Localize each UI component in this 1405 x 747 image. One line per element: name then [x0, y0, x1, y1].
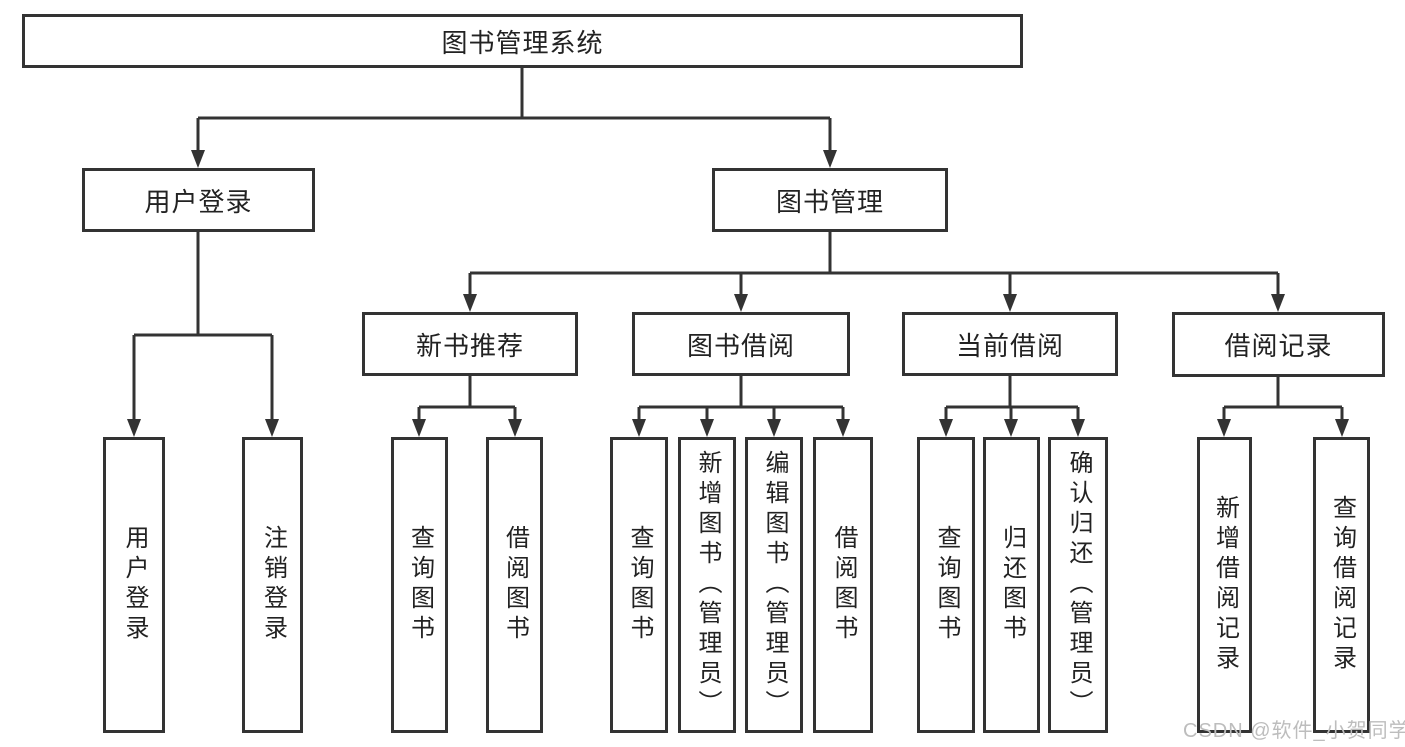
leaf-add-book-admin: 新增图书（管理员）: [678, 437, 736, 733]
leaf-rec-borrow-book: 借阅图书: [486, 437, 543, 733]
leaf-logout: 注销登录: [242, 437, 303, 733]
leaf-user-login-label: 用户登录: [121, 525, 148, 645]
leaf-edit-book-admin-label: 编辑图书（管理员）: [761, 450, 788, 720]
node-user-login-label: 用户登录: [144, 186, 253, 217]
leaf-borrow-query-book-label: 查询图书: [626, 525, 653, 645]
leaf-return-book-label: 归还图书: [998, 525, 1026, 645]
node-new-book-rec: 新书推荐: [362, 312, 578, 376]
leaf-edit-book-admin: 编辑图书（管理员）: [745, 437, 803, 733]
leaf-add-borrow-record-label: 新增借阅记录: [1211, 495, 1239, 675]
connector-current-borrow-to-leaves: [939, 376, 1085, 437]
leaf-borrow-book: 借阅图书: [813, 437, 873, 733]
leaf-add-book-admin-label: 新增图书（管理员）: [694, 450, 721, 720]
leaf-add-borrow-record: 新增借阅记录: [1197, 437, 1252, 733]
leaf-rec-borrow-book-label: 借阅图书: [501, 525, 529, 645]
leaf-borrow-book-label: 借阅图书: [830, 525, 857, 645]
connector-new-book-rec-to-leaves: [412, 376, 522, 437]
leaf-current-query-book-label: 查询图书: [933, 525, 960, 645]
node-book-mgmt: 图书管理: [712, 168, 948, 232]
connector-book-mgmt-to-level3: [463, 232, 1285, 312]
leaf-confirm-return-admin: 确认归还（管理员）: [1048, 437, 1108, 733]
node-root-label: 图书管理系统: [441, 27, 604, 58]
connector-borrow-records-to-leaves: [1217, 376, 1349, 437]
leaf-borrow-query-book: 查询图书: [610, 437, 668, 733]
leaf-rec-query-book-label: 查询图书: [406, 525, 434, 645]
leaf-return-book: 归还图书: [983, 437, 1040, 733]
node-current-borrow: 当前借阅: [902, 312, 1118, 376]
connector-root-to-level2: [191, 68, 837, 168]
connector-user-login-to-leaves: [127, 232, 279, 437]
node-borrow-records: 借阅记录: [1172, 312, 1385, 377]
csdn-watermark: CSDN @软件_小贺同学: [1183, 720, 1405, 742]
leaf-query-borrow-record-label: 查询借阅记录: [1328, 495, 1356, 675]
node-book-mgmt-label: 图书管理: [775, 186, 884, 217]
node-root: 图书管理系统: [22, 14, 1023, 68]
leaf-rec-query-book: 查询图书: [391, 437, 448, 733]
node-book-borrow: 图书借阅: [632, 312, 850, 376]
node-book-borrow-label: 图书借阅: [686, 330, 795, 361]
leaf-current-query-book: 查询图书: [917, 437, 975, 733]
leaf-logout-label: 注销登录: [259, 525, 287, 645]
leaf-query-borrow-record: 查询借阅记录: [1313, 437, 1370, 733]
node-user-login: 用户登录: [82, 168, 315, 232]
leaf-user-login: 用户登录: [103, 437, 165, 733]
connector-book-borrow-to-leaves: [632, 376, 850, 437]
node-borrow-records-label: 借阅记录: [1224, 331, 1333, 361]
node-current-borrow-label: 当前借阅: [955, 330, 1064, 361]
node-new-book-rec-label: 新书推荐: [415, 330, 524, 361]
leaf-confirm-return-admin-label: 确认归还（管理员）: [1065, 450, 1092, 720]
